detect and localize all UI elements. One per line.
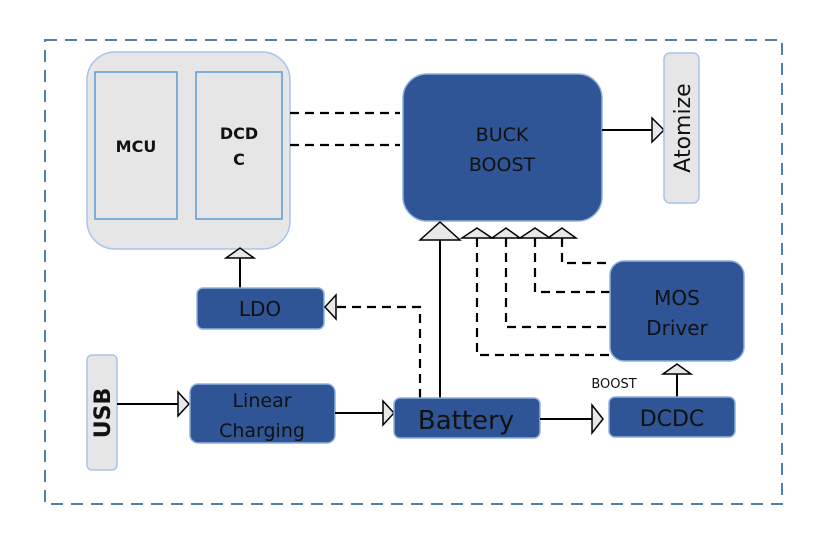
linear-charging-label-line2: Charging: [219, 420, 305, 442]
battery-input-arrow-icon: [382, 399, 396, 427]
ldo-input-arrow-icon: [323, 293, 337, 321]
boost-label: BOOST: [591, 377, 636, 392]
buck-boost-label-line2: BOOST: [469, 154, 536, 176]
dcdc-top-block: [195, 71, 283, 220]
gate-line-2: [504, 238, 610, 329]
usb-block: [86, 354, 118, 471]
ldo-block: [196, 287, 325, 330]
gate-arrow-2-icon: [489, 227, 523, 239]
ldo-label: LDO: [239, 297, 281, 321]
gate-line-3: [533, 238, 610, 294]
dcdc-top-label-line2: C: [233, 150, 245, 169]
gate-arrow-4-icon: [545, 227, 579, 239]
charger-input-arrow-icon: [177, 390, 191, 418]
gate-line-4: [560, 238, 612, 265]
linear-charging-label-line1: Linear: [232, 390, 291, 412]
system-boundary: [44, 39, 783, 505]
atomize-label: Atomize: [671, 83, 696, 172]
buck-boost-label-line1: BUCK: [476, 124, 529, 146]
mcu-block: [94, 71, 178, 220]
battery-label: Battery: [418, 406, 514, 436]
dcdc-bottom-label: DCDC: [640, 407, 705, 432]
usb-label: USB: [91, 388, 116, 438]
buckboost-power-arrow-icon: [418, 220, 462, 241]
dcdc-bottom-block: [608, 396, 736, 438]
atomize-block: [663, 52, 700, 204]
dcdc-input-arrow-icon: [591, 402, 604, 436]
mcu-label: MCU: [116, 137, 157, 156]
mos-supply-arrow-icon: [660, 363, 694, 375]
gate-line-1: [475, 238, 610, 357]
battery-to-ldo-line: [336, 305, 422, 398]
output-arrow-icon: [651, 116, 666, 144]
buck-boost-block: [402, 73, 603, 222]
mos-driver-block: [609, 260, 745, 362]
mos-driver-label-line2: Driver: [646, 316, 708, 340]
ldo-supply-arrow-icon: [223, 247, 257, 259]
gate-arrow-3-icon: [517, 227, 553, 239]
gate-arrow-1-icon: [459, 227, 495, 239]
mos-driver-label-line1: MOS: [654, 286, 700, 310]
dcdc-top-label-line1: DCD: [220, 124, 258, 143]
